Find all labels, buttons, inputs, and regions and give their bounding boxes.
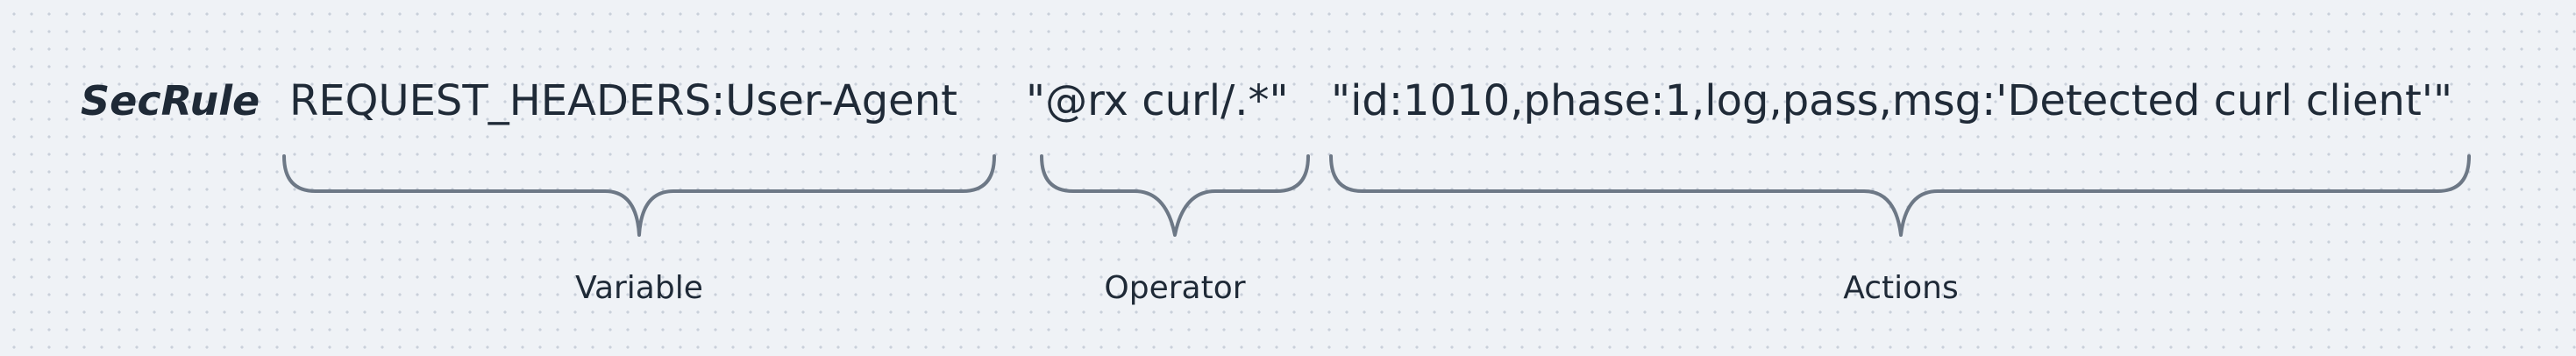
- variable-label: Variable: [575, 270, 703, 306]
- actions-label: Actions: [1843, 270, 1959, 306]
- variable-token: REQUEST_HEADERS:User-Agent: [289, 76, 957, 125]
- operator-token: "@rx curl/.*": [1026, 76, 1289, 125]
- operator-label: Operator: [1104, 270, 1246, 306]
- actions-brace: [1329, 154, 2471, 237]
- secrule-directive: SecRule: [81, 77, 260, 125]
- variable-brace: [282, 154, 996, 237]
- operator-brace: [1040, 154, 1310, 237]
- actions-token: "id:1010,phase:1,log,pass,msg:'Detected …: [1331, 76, 2453, 125]
